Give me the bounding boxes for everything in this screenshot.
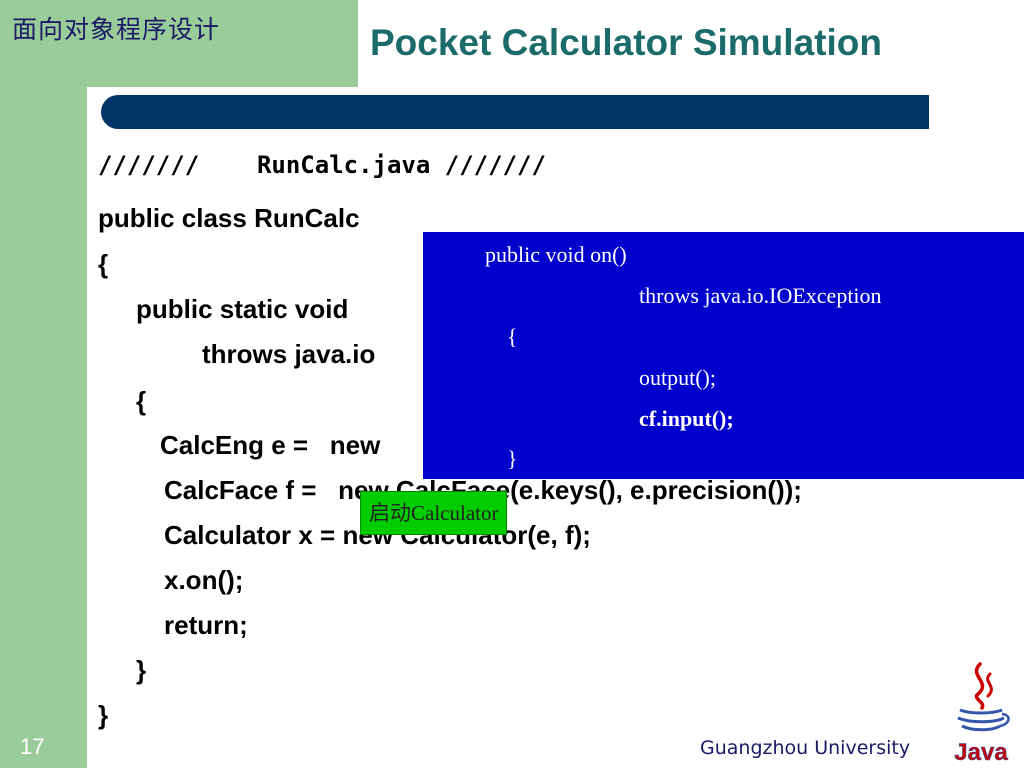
code-line-return: return; (164, 610, 248, 640)
university-name: Guangzhou University (700, 737, 911, 759)
popup-line-output: output(); (639, 365, 716, 390)
code-line-calceng: CalcEng e = new (160, 430, 381, 460)
code-line-file-comment: /////// RunCalc.java /////// (98, 151, 546, 179)
java-logo-text: Java (954, 739, 1008, 766)
start-calculator-callout: 启动Calculator (360, 491, 508, 535)
page-number: 17 (20, 734, 45, 759)
popup-on-method: public void on() throws java.io.IOExcept… (423, 232, 1024, 479)
popup-line-signature: public void on() (485, 242, 627, 267)
code-line-main-open: { (136, 386, 147, 416)
code-line-main-decl: public static void (136, 294, 349, 324)
popup-line-open-brace: { (507, 324, 518, 349)
code-line-x-on: x.on(); (164, 565, 244, 595)
java-logo-icon: Java (954, 662, 1010, 766)
green-frame-left (0, 0, 87, 768)
code-line-class-open: { (98, 249, 109, 279)
code-line-calcface: CalcFace f = new CalcFace(e.keys(), e.pr… (164, 475, 802, 505)
code-line-class-close: } (98, 700, 109, 730)
title-divider-bar (101, 95, 929, 129)
code-line-main-close: } (136, 655, 147, 685)
code-line-throws: throws java.io (202, 339, 376, 369)
popup-line-close-brace: } (507, 446, 518, 471)
popup-line-input: cf.input(); (639, 406, 734, 431)
course-title: 面向对象程序设计 (12, 15, 221, 44)
code-line-class-decl: public class RunCalc (98, 203, 360, 233)
slide-title: Pocket Calculator Simulation (370, 22, 882, 63)
popup-line-throws: throws java.io.IOException (639, 283, 882, 308)
